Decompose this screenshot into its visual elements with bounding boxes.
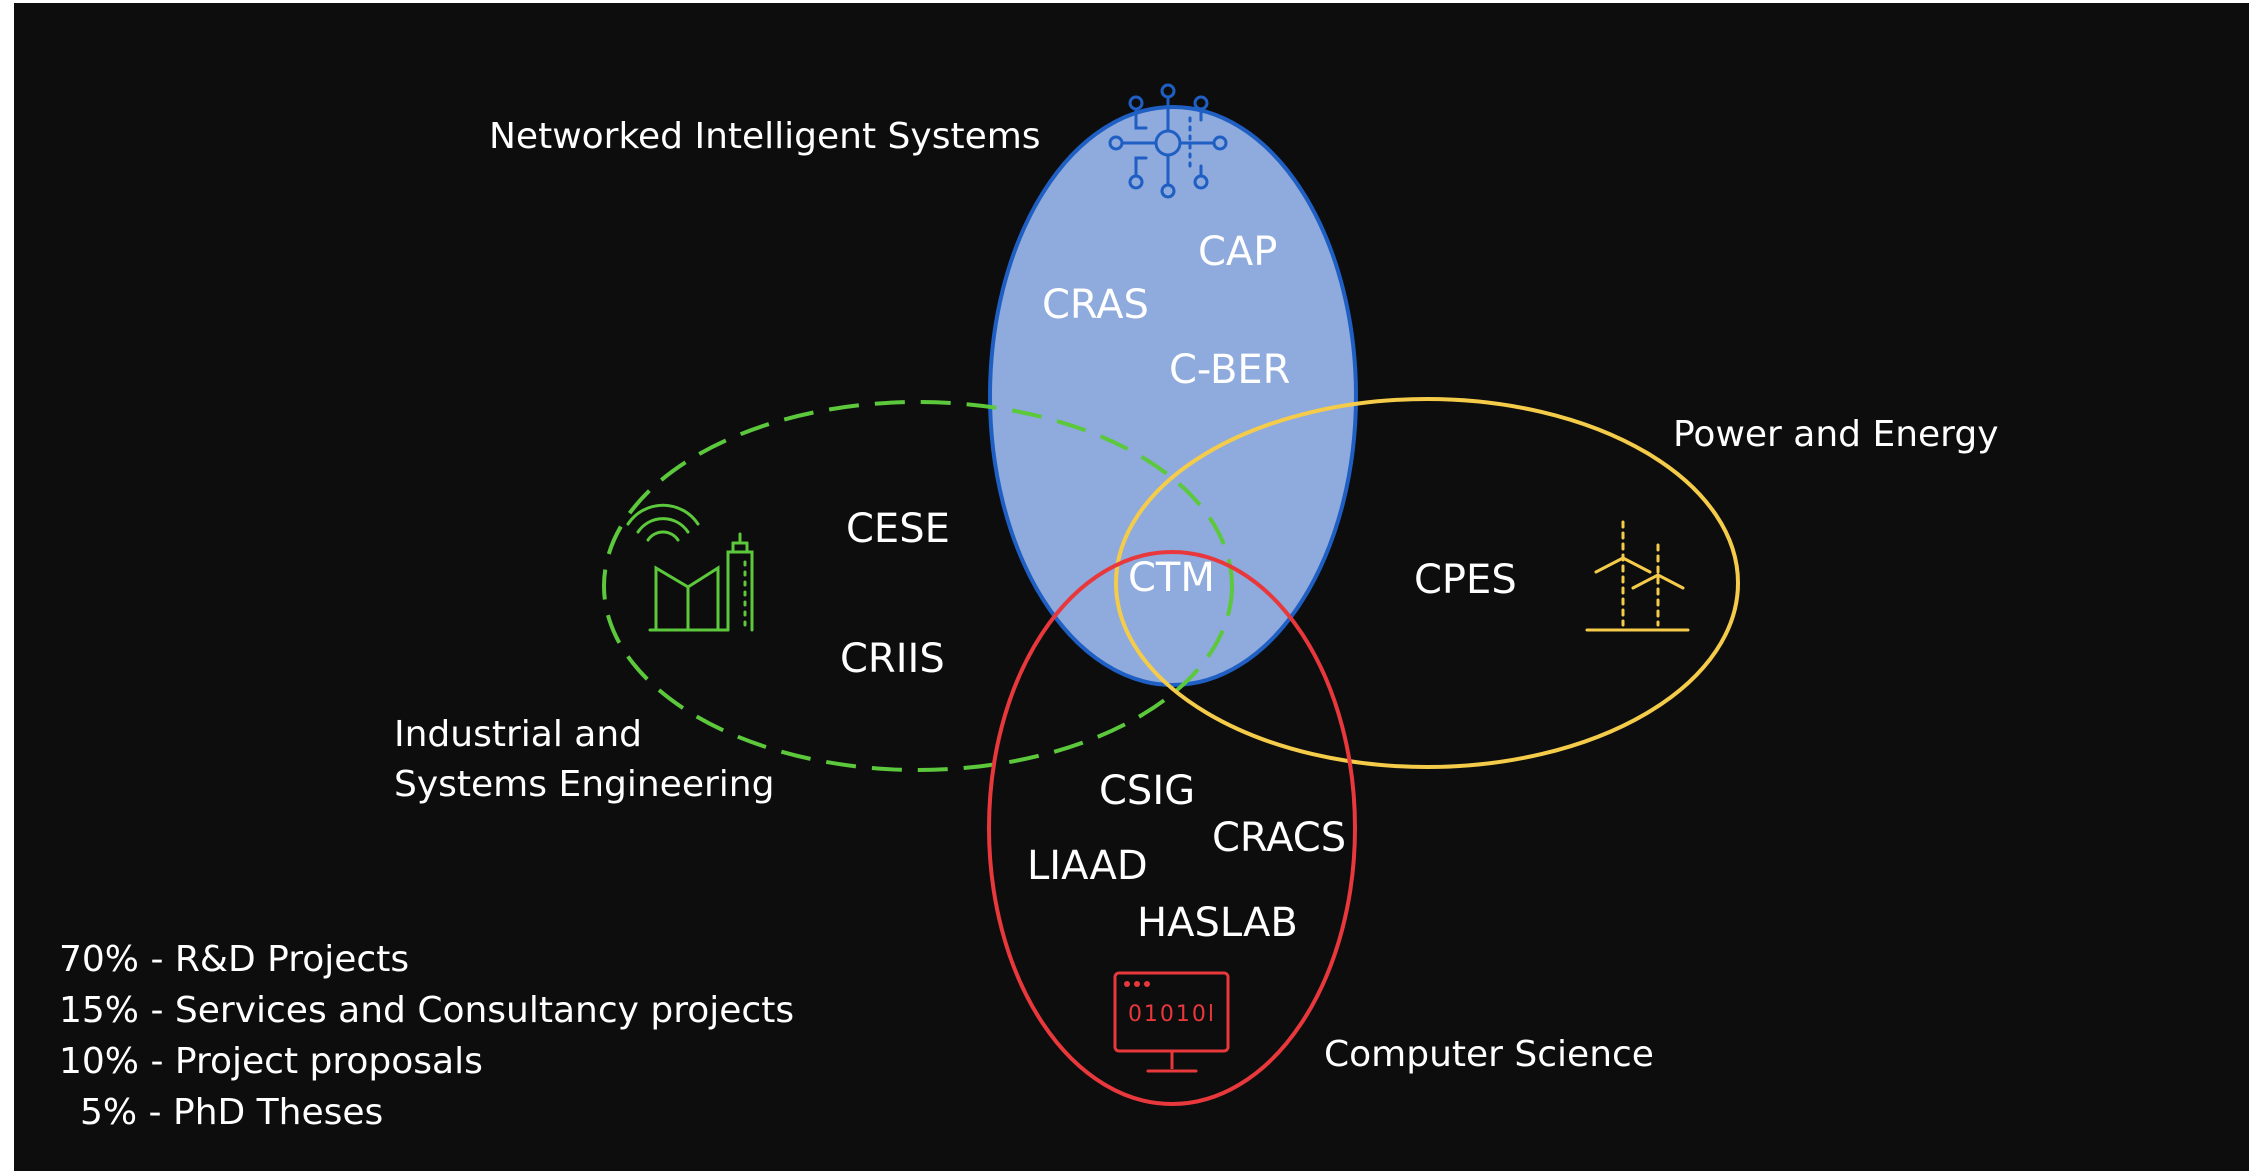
binary-monitor-icon: 01010l: [1113, 971, 1230, 1073]
domain-label-power: Power and Energy: [1673, 414, 1999, 455]
unit-liaad: LIAAD: [1027, 843, 1148, 889]
domain-label-computer: Computer Science: [1324, 1034, 1654, 1075]
wind-turbine-icon: [1585, 520, 1690, 632]
smart-factory-icon: [626, 503, 754, 632]
unit-haslab: HASLAB: [1137, 900, 1298, 946]
stat-services-consultancy: 15% - Services and Consultancy projects: [59, 990, 794, 1031]
unit-cese: CESE: [846, 506, 950, 552]
binary-screen-text: 01010l: [1128, 1002, 1216, 1027]
domain-label-industrial-line1: Industrial and: [394, 714, 642, 755]
unit-cber: C-BER: [1169, 347, 1290, 393]
unit-cracs: CRACS: [1212, 815, 1346, 861]
stat-project-proposals: 10% - Project proposals: [59, 1041, 483, 1082]
unit-csig: CSIG: [1099, 768, 1195, 814]
stat-rd-projects: 70% - R&D Projects: [59, 939, 409, 980]
unit-cpes: CPES: [1414, 557, 1517, 603]
networked-intelligent-systems-ellipse: [988, 105, 1358, 687]
unit-cras: CRAS: [1042, 282, 1149, 328]
domain-label-networked: Networked Intelligent Systems: [489, 116, 1041, 157]
stat-phd-theses: 5% - PhD Theses: [80, 1092, 383, 1133]
unit-cap: CAP: [1198, 229, 1277, 275]
computer-science-ellipse: [987, 550, 1357, 1106]
power-energy-ellipse: [1114, 397, 1740, 769]
unit-ctm: CTM: [1128, 555, 1215, 601]
domain-label-industrial-line2: Systems Engineering: [394, 764, 774, 805]
industrial-systems-ellipse: [602, 400, 1234, 772]
unit-criis: CRIIS: [840, 636, 945, 682]
network-chip-icon: [1108, 83, 1228, 199]
